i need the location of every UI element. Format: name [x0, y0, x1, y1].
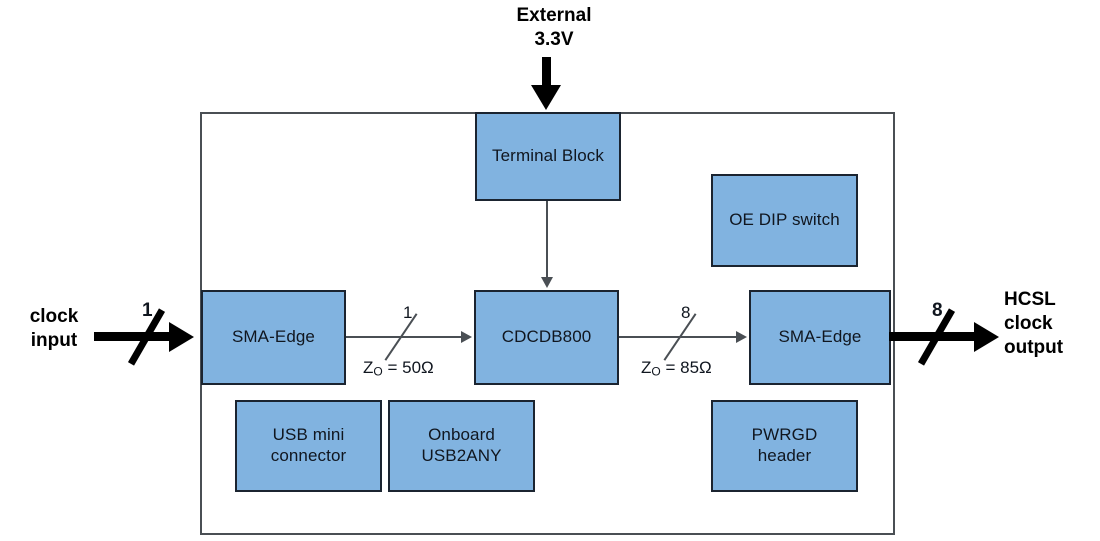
- block-usb-mini-connector-line1: USB mini: [272, 425, 345, 445]
- external-supply-line1: External: [516, 5, 592, 26]
- block-sma-edge-input[interactable]: SMA-Edge: [201, 290, 346, 385]
- terminal-to-cdcdb-line: [546, 201, 548, 278]
- external-supply-label: External 3.3V: [484, 4, 624, 52]
- external-supply-line2: 3.3V: [534, 28, 574, 50]
- clock-input-line2: input: [30, 329, 78, 351]
- supply-arrow-head: [531, 85, 561, 110]
- clock-input-line1: clock: [29, 306, 79, 327]
- clock-output-bus-count: 8: [932, 300, 943, 321]
- block-onboard-usb2any-line2: USB2ANY: [421, 446, 502, 465]
- output-impedance-subscript: O: [651, 364, 661, 379]
- block-pwrgd-header-line2: header: [757, 446, 812, 465]
- supply-arrow-shaft: [542, 57, 551, 87]
- block-oe-dip-switch-label: OE DIP switch: [729, 210, 840, 230]
- block-usb-mini-connector-line2: connector: [270, 446, 347, 465]
- sma-to-cdcdb-line: [346, 336, 462, 338]
- block-sma-edge-output-label: SMA-Edge: [778, 327, 862, 347]
- block-cdcdb800-label: CDCDB800: [501, 327, 592, 347]
- block-usb-mini-connector[interactable]: USB mini connector: [235, 400, 382, 492]
- output-impedance-symbol: Z: [641, 358, 652, 377]
- cdcdb-to-sma-arrow: [736, 331, 747, 343]
- block-pwrgd-header[interactable]: PWRGD header: [711, 400, 858, 492]
- block-onboard-usb2any-line1: Onboard: [428, 425, 495, 445]
- input-impedance-label: ZO = 50Ω: [363, 358, 434, 379]
- clock-input-label: clock input: [4, 305, 104, 353]
- input-impedance-subscript: O: [373, 364, 383, 379]
- sma-to-cdcdb-arrow: [461, 331, 472, 343]
- input-impedance-value: = 50Ω: [382, 358, 434, 377]
- hcsl-output-line3: output: [1004, 336, 1064, 358]
- hcsl-output-label: HCSL clock output: [1004, 288, 1100, 359]
- cdcdb-to-sma-bus-count: 8: [681, 303, 691, 322]
- block-sma-edge-input-label: SMA-Edge: [231, 327, 315, 347]
- sma-to-cdcdb-bus-count: 1: [403, 303, 413, 322]
- block-terminal-block[interactable]: Terminal Block: [475, 112, 621, 201]
- output-impedance-value: = 85Ω: [660, 358, 712, 377]
- clock-input-bus-count: 1: [142, 300, 153, 321]
- output-impedance-label: ZO = 85Ω: [641, 358, 712, 379]
- block-pwrgd-header-line1: PWRGD: [751, 425, 818, 445]
- hcsl-output-line1: HCSL: [1004, 289, 1056, 310]
- block-oe-dip-switch[interactable]: OE DIP switch: [711, 174, 858, 267]
- clock-input-bus-shaft: [94, 332, 171, 341]
- terminal-to-cdcdb-arrow: [541, 277, 553, 288]
- block-terminal-block-label: Terminal Block: [492, 146, 604, 166]
- block-sma-edge-output[interactable]: SMA-Edge: [749, 290, 891, 385]
- input-impedance-symbol: Z: [363, 358, 374, 377]
- clock-input-bus-arrow: [169, 322, 194, 352]
- block-cdcdb800[interactable]: CDCDB800: [474, 290, 619, 385]
- clock-output-bus-arrow: [974, 322, 999, 352]
- block-onboard-usb2any[interactable]: Onboard USB2ANY: [388, 400, 535, 492]
- hcsl-output-line2: clock: [1004, 312, 1053, 334]
